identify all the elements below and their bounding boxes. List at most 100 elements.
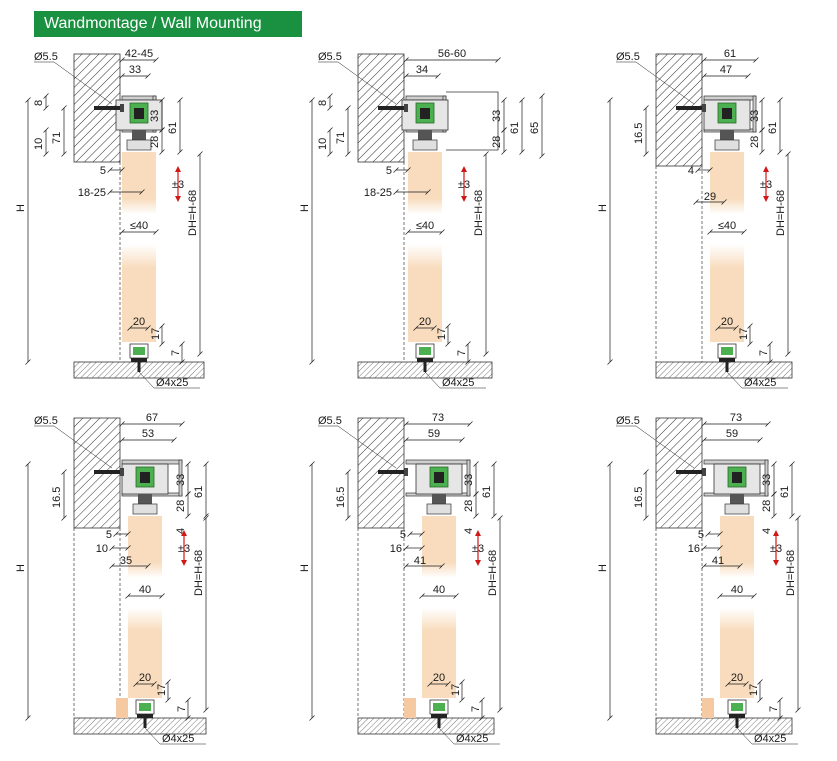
dimension-tick [327,127,333,133]
dimension-tick [185,461,191,467]
dimension-tick [127,325,133,331]
dimension-tick [327,105,333,111]
dimension-label: 33 [129,64,141,76]
dimension-tick [479,697,485,703]
dimension-tick [419,531,425,537]
dimension-tick [425,189,431,195]
door-height-label: DH=H-68 [473,190,485,236]
arrow-head-down [475,560,481,566]
dimension-tick [445,323,451,329]
dimension-label: 71 [335,132,347,144]
dimension-tick [747,341,753,347]
floor-spacer-block [404,698,416,718]
dimension-tick [177,149,183,155]
dimension-tick [203,707,209,713]
dimension-tick [789,461,795,467]
dimension-tick [327,93,333,99]
dimension-tick [701,563,707,569]
floor-screw-shank [437,718,441,728]
dimension-tick [479,715,485,721]
dimension-tick [759,149,765,155]
dimension-tick [693,199,699,205]
dimension-label: 20 [731,672,743,684]
dimension-label: 17 [450,684,462,696]
screw-head [404,468,408,476]
roller-carriage-icon [703,99,751,151]
screw-icon [143,718,147,728]
dimension-tick [643,469,649,475]
dimension-label: 40 [731,584,743,596]
dimension-label: ≤40 [416,220,434,232]
dimension-label: 20 [133,316,145,328]
dimension-tick [405,167,411,173]
leader-line [53,425,113,469]
screw-shank [94,470,122,474]
dimension-tick [179,421,185,427]
dimension-tick [159,149,165,155]
dimension-label: 65 [529,122,541,134]
door-height-label: DH=H-68 [775,190,787,236]
arrow-head-up [475,530,481,536]
screw-head [120,104,124,112]
dimension-tick [309,715,315,721]
dimension-label: 20 [721,316,733,328]
dimension-tick [539,93,545,99]
adjust-label: ±3 [458,179,470,191]
floor-screw-label: Ø4x25 [754,733,786,745]
dimension-tick [445,681,451,687]
dimension-tick [771,461,777,467]
dimension-label: ≤40 [130,220,148,232]
roller-axle [722,108,732,119]
screw-label: Ø5.5 [34,51,58,63]
section-title: Wandmontage / Wall Mounting [44,15,262,32]
height-label: H [299,564,311,572]
dimension-tick [741,229,747,235]
dimension-tick [539,153,545,159]
screw-icon [735,718,739,728]
dimension-tick [759,97,765,103]
door-bracket [724,503,750,515]
arrow-head-down [181,560,187,566]
door-bracket [412,139,438,151]
dimension-label: 73 [730,412,742,424]
dimension-label: 16 [688,543,700,555]
dimension-tick [145,563,151,569]
dimension-tick [737,563,743,569]
dimension-tick [165,697,171,703]
height-label: H [597,204,609,212]
guide-base [729,714,745,718]
arrow-head-down [773,560,779,566]
dimension-tick [61,515,67,521]
dimension-label: 18-25 [78,187,106,199]
dimension-label: 42-45 [125,48,153,60]
adjust-label: ±3 [172,179,184,191]
hanger-bolt [720,130,734,140]
dimension-tick [795,515,801,521]
floor-screw-shank [137,362,141,372]
dimension-tick [109,563,115,569]
dimension-label: 7 [470,706,482,712]
dimension-tick [483,151,489,157]
guide-insert [731,703,743,711]
dimension-tick [159,341,165,347]
dimension-tick [465,359,471,365]
dimension-label: 7 [176,706,188,712]
dimension-label: 41 [712,555,724,567]
dimension-tick [119,421,125,427]
dimension-label: 61 [167,122,179,134]
bottom-guide-icon [717,343,737,362]
dimension-tick [771,513,777,519]
arrow-head-up [461,166,467,172]
dimension-label: 5 [698,529,704,541]
dimension-label: 10 [317,138,329,150]
dimension-tick [695,167,701,173]
bottom-guide-icon [727,699,747,718]
dimension-tick [495,57,501,63]
dimension-label: 16.5 [51,487,63,508]
dimension-tick [25,461,31,467]
dimension-tick [109,545,115,551]
double-arrow-icon [175,166,181,202]
dimension-tick [467,421,473,427]
